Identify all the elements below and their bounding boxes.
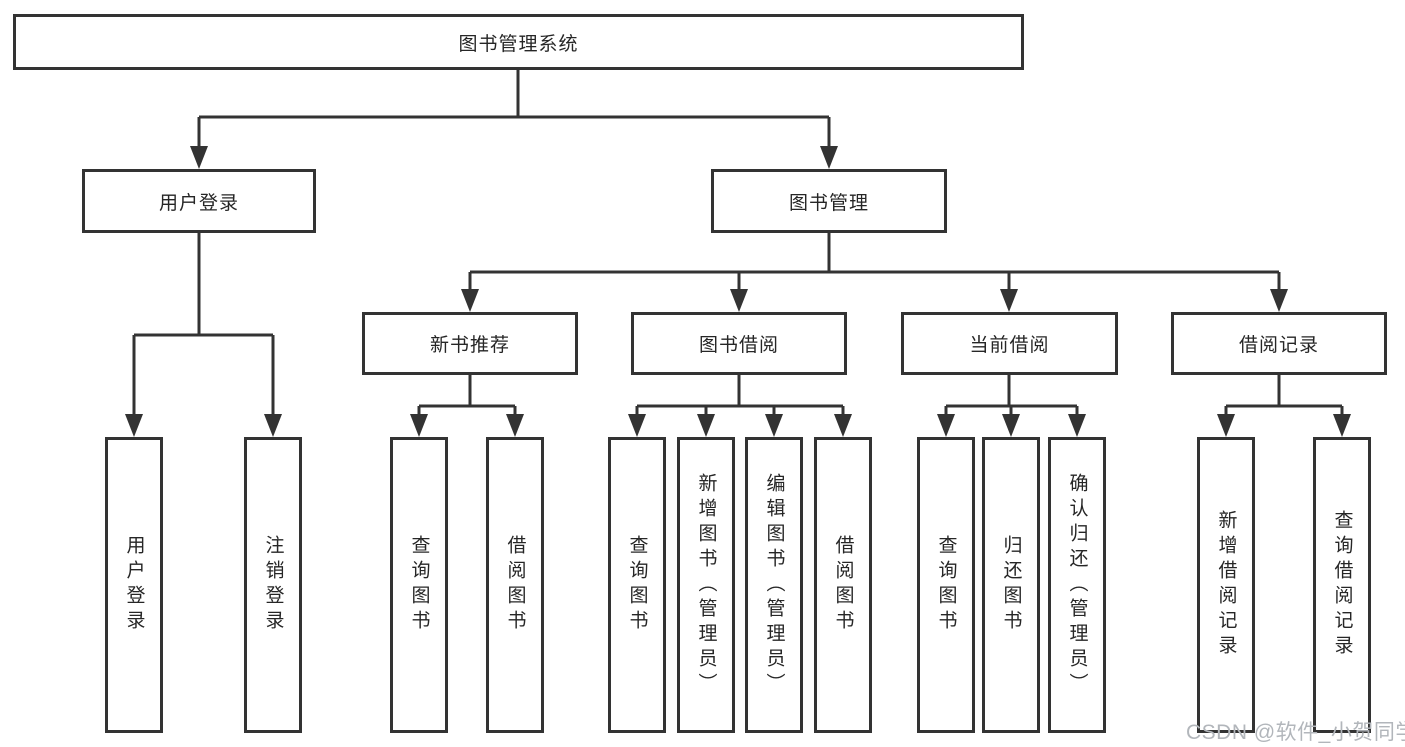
node-root-library-system: 图书管理系统: [13, 14, 1024, 70]
csdn-watermark: CSDN @软件_小贺同学: [1186, 721, 1405, 744]
node-new-book-recommend: 新书推荐: [362, 312, 578, 375]
leaf-borrow-edit-book-admin: 编辑图书（管理员）: [745, 437, 803, 733]
leaf-borrow-query-book: 查询图书: [608, 437, 666, 733]
leaf-logout: 注销登录: [244, 437, 302, 733]
node-borrow-record: 借阅记录: [1171, 312, 1387, 375]
leaf-newbook-borrow-book: 借阅图书: [486, 437, 544, 733]
leaf-current-query-book: 查询图书: [917, 437, 975, 733]
leaf-borrow-borrow-book: 借阅图书: [814, 437, 872, 733]
arrowheads: [125, 146, 1351, 437]
node-user-login: 用户登录: [82, 169, 316, 233]
leaf-current-return-book: 归还图书: [982, 437, 1040, 733]
node-book-borrow: 图书借阅: [631, 312, 847, 375]
leaf-borrow-add-book-admin: 新增图书（管理员）: [677, 437, 735, 733]
leaf-record-add: 新增借阅记录: [1197, 437, 1255, 733]
node-book-management: 图书管理: [711, 169, 947, 233]
leaf-current-confirm-return-admin: 确认归还（管理员）: [1048, 437, 1106, 733]
leaf-record-query: 查询借阅记录: [1313, 437, 1371, 733]
leaf-newbook-query-book: 查询图书: [390, 437, 448, 733]
leaf-user-login: 用户登录: [105, 437, 163, 733]
node-current-borrow: 当前借阅: [901, 312, 1118, 375]
